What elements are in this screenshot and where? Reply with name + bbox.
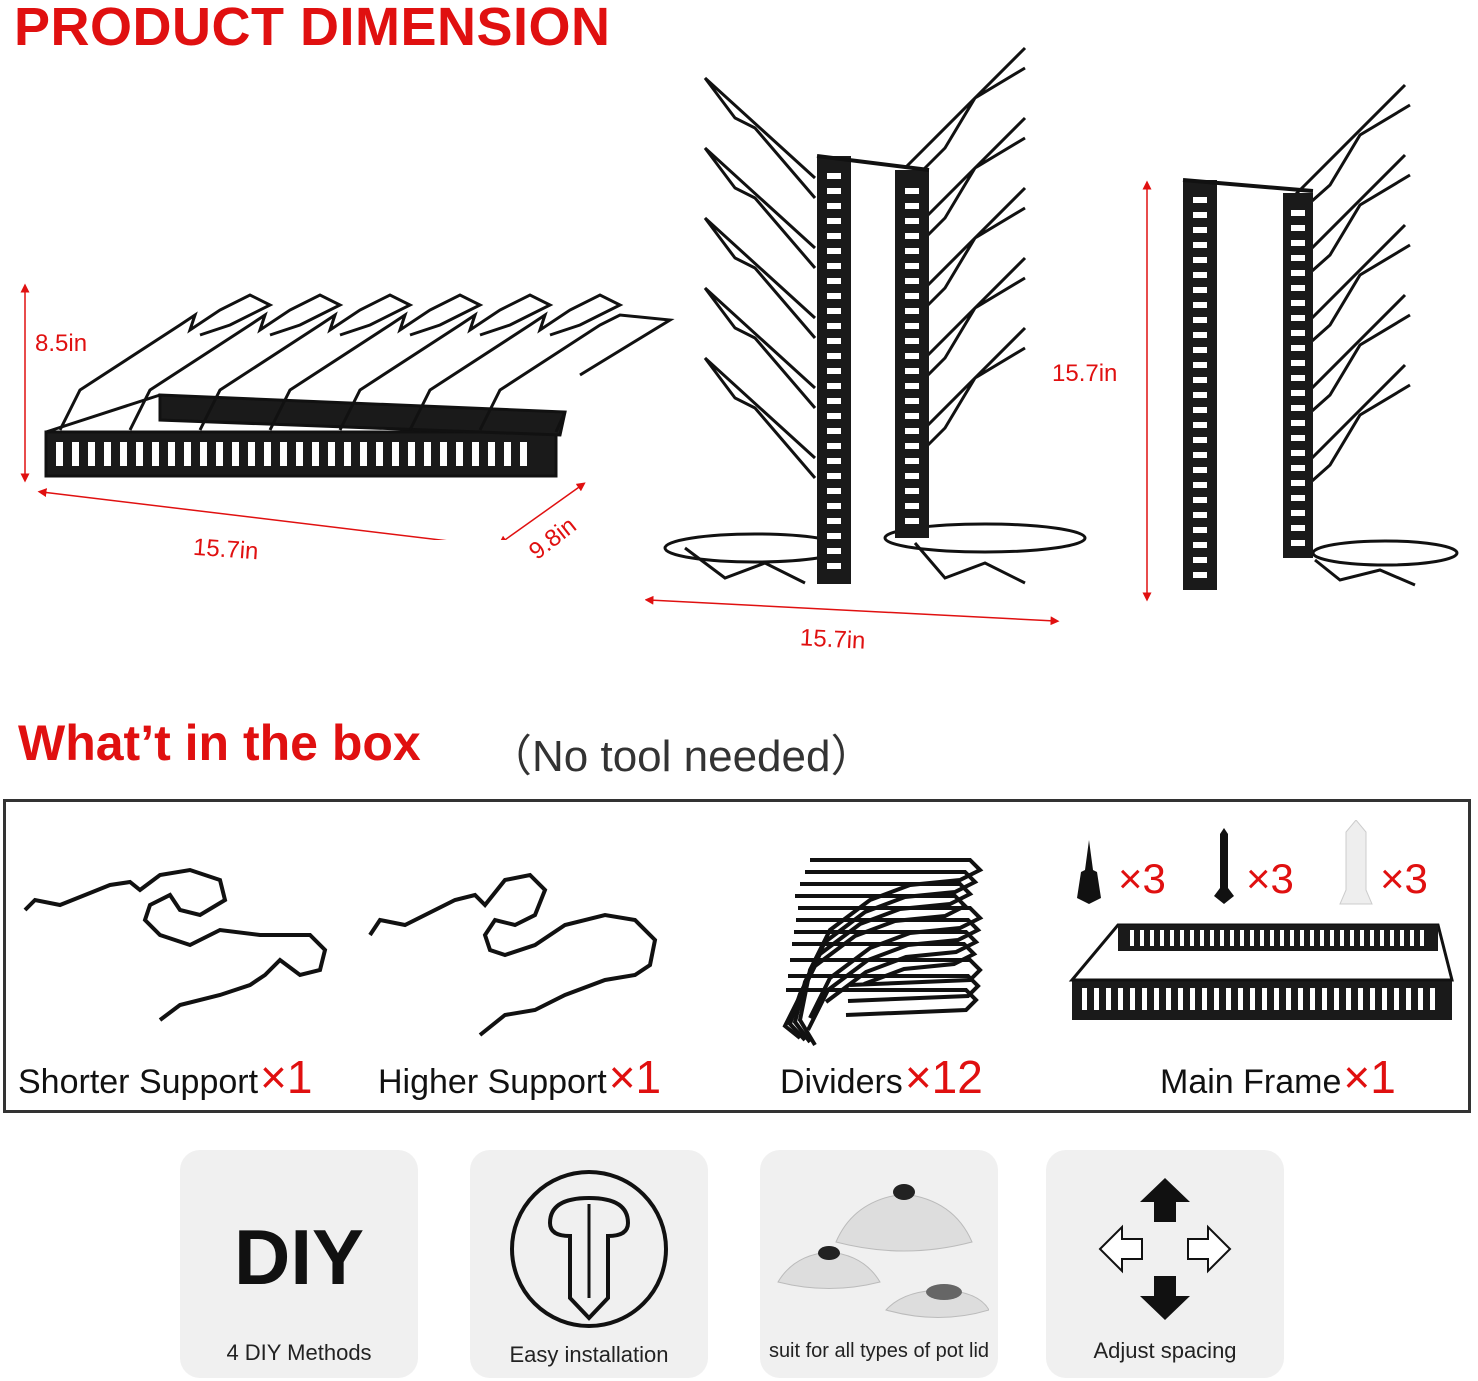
page-title: PRODUCT DIMENSION [14,0,611,57]
box-subtitle: （No tool needed） [488,732,875,781]
part-main-frame: Main Frame×1 [1160,1050,1396,1104]
feature-label: Easy installation [509,1342,669,1367]
part-dividers: Dividers×12 [780,1050,983,1104]
box-contents-panel [3,799,1471,1113]
part-label: Main Frame [1160,1063,1342,1101]
screw-long-qty: ×3 [1246,855,1294,902]
pot-lid-icon [777,1184,989,1318]
part-qty: ×12 [904,1051,983,1103]
shorter-support-image [23,867,328,1022]
part-qty: ×1 [608,1051,662,1103]
vertical-rack-double-illustration [645,46,1087,626]
horizontal-length-label: 15.7in [192,533,260,566]
long-screw-icon [1214,828,1234,904]
part-qty: ×1 [1343,1051,1396,1103]
part-shorter-support: Shorter Support×1 [18,1050,312,1104]
horizontal-height-label: 8.5in [35,330,88,357]
feature-adjust-spacing: Adjust spacing [1046,1150,1284,1378]
part-label: Higher Support [378,1063,607,1101]
vertical-rack-single-illustration [1142,83,1459,602]
dividers-image [782,858,984,1047]
feature-label: Adjust spacing [1093,1338,1237,1363]
short-screw-icon [1077,840,1101,904]
vertical-width-label: 15.7in [799,624,867,655]
main-frame-image [1068,923,1454,1020]
box-title: What’t in the box [18,715,421,771]
horizontal-rack-illustration [20,283,675,540]
part-qty: ×1 [260,1051,313,1103]
screw-icon [510,1170,668,1328]
wall-anchor-qty: ×3 [1380,855,1428,902]
part-label: Shorter Support [18,1063,259,1101]
vertical-height-label: 15.7in [1052,360,1118,387]
part-label: Dividers [780,1063,903,1101]
arrows-icon [1098,1178,1232,1320]
feature-label: 4 DIY Methods [226,1340,372,1365]
feature-diy: DIY 4 DIY Methods [180,1150,418,1378]
part-higher-support: Higher Support×1 [378,1050,661,1104]
feature-label: suit for all types of pot lid [768,1340,990,1362]
diy-icon: DIY [233,1213,365,1301]
wall-anchor-icon [1339,820,1373,905]
screw-short-qty: ×3 [1118,855,1166,902]
feature-pot-lid: suit for all types of pot lid [760,1150,998,1378]
higher-support-image [368,872,658,1037]
feature-easy-installation: Easy installation [470,1150,708,1378]
